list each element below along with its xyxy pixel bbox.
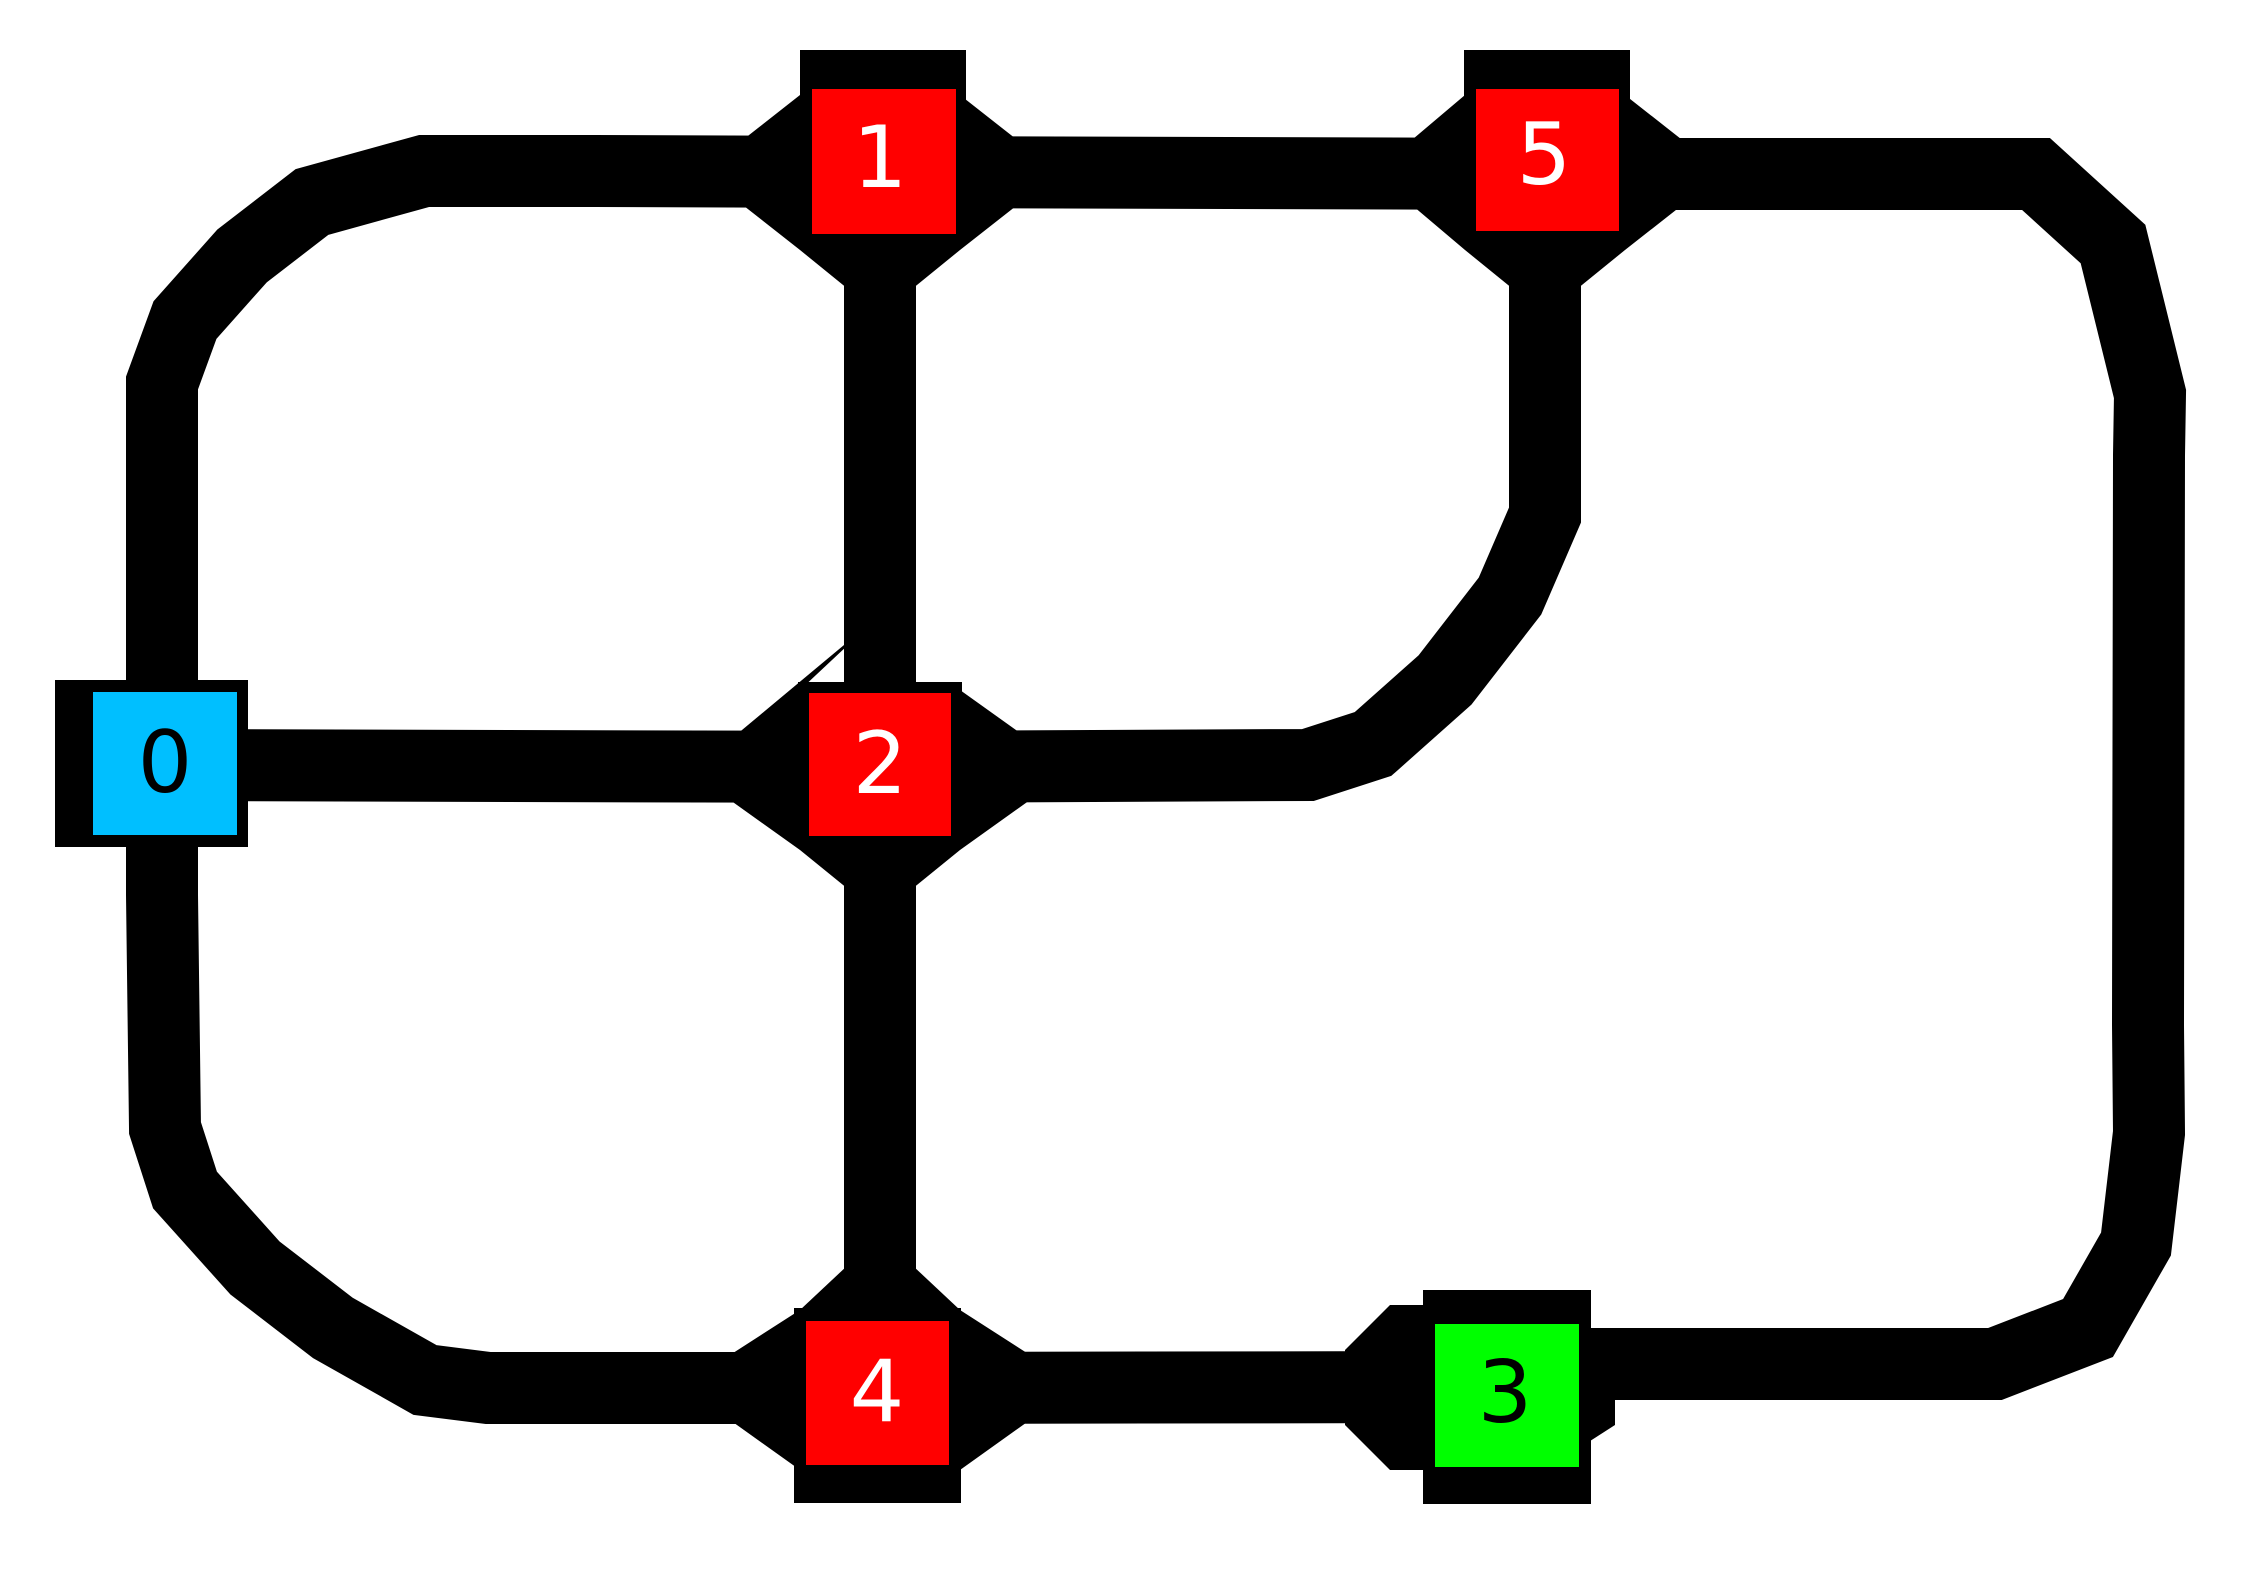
edge-0-4	[126, 765, 880, 1424]
node-2-label: 2	[853, 714, 908, 814]
nodes: 0 1 2 3 4 5	[55, 50, 1630, 1504]
node-1: 1	[800, 50, 966, 245]
node-0-label: 0	[138, 713, 193, 813]
node-4-box	[806, 1321, 949, 1465]
edge-2-5	[879, 174, 1581, 803]
node-4-label: 4	[850, 1342, 905, 1442]
node-1-label: 1	[853, 108, 908, 208]
edge-5-3	[1431, 138, 2187, 1400]
edges	[126, 135, 2187, 1424]
node-3: 3	[1423, 1290, 1591, 1504]
node-5: 5	[1464, 50, 1630, 243]
node-5-label: 5	[1517, 105, 1572, 205]
node-3-label: 3	[1478, 1343, 1533, 1443]
node-0-box	[93, 692, 237, 835]
edge-0-1	[126, 135, 881, 765]
node-1-box	[812, 89, 956, 234]
node-0: 0	[55, 680, 248, 847]
node-5-box	[1476, 89, 1619, 231]
node-3-box	[1435, 1324, 1579, 1467]
node-2-box	[809, 693, 951, 836]
node-4: 4	[794, 1308, 961, 1503]
node-2: 2	[798, 682, 962, 847]
